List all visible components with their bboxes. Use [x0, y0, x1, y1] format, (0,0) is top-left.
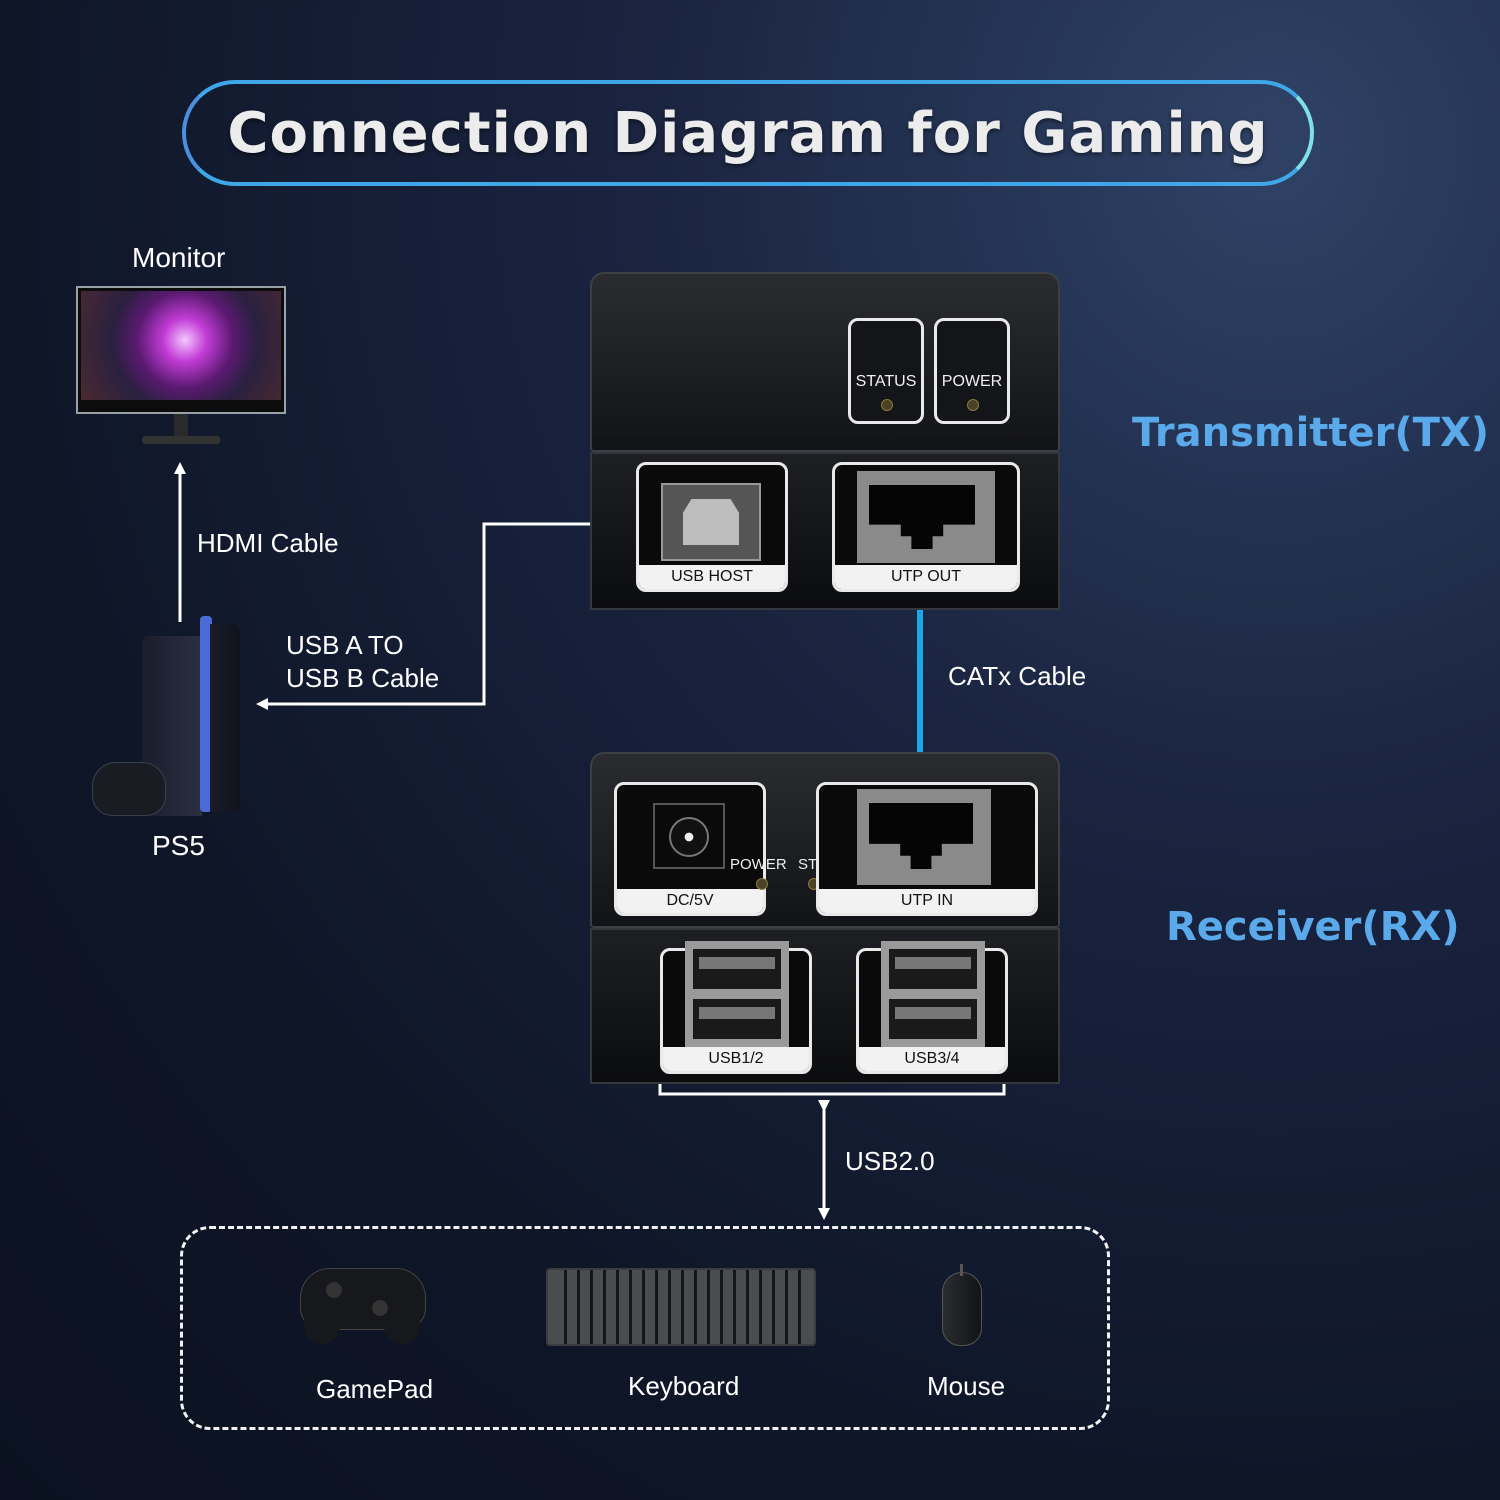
usb12-label: USB1/2 — [663, 1047, 809, 1071]
tx-status-label: STATUS — [855, 373, 917, 390]
ps5-label: PS5 — [152, 830, 205, 861]
usb12-port: USB1/2 — [660, 941, 812, 1074]
usb-host-port: USB HOST — [636, 462, 788, 592]
monitor-icon — [76, 286, 286, 454]
transmitter-panel: USB HOST UTP OUT — [590, 452, 1060, 610]
tx-power-indicator: POWER — [934, 318, 1010, 424]
tx-power-led — [967, 399, 979, 411]
receiver-top: DC/5V POWER STATUS UTP IN — [590, 752, 1060, 928]
gamepad-label: GamePad — [316, 1374, 434, 1404]
catx-cable-label: CATx Cable — [948, 661, 1087, 691]
tx-power-label: POWER — [941, 373, 1003, 390]
usb-cable-line — [256, 522, 630, 710]
utp-out-label: UTP OUT — [835, 565, 1017, 589]
utp-in-label: UTP IN — [819, 889, 1035, 913]
usb-bracket — [658, 1076, 1006, 1096]
rx-power-led — [756, 878, 768, 890]
transmitter-top: STATUS POWER — [590, 272, 1060, 452]
dc-label: DC/5V — [617, 889, 763, 913]
mouse-label: Mouse — [927, 1371, 1006, 1401]
page-title: Connection Diagram for Gaming — [227, 100, 1269, 166]
dc-power-port: DC/5V — [614, 782, 766, 916]
usb-cable-label-line1: USB A TO — [286, 630, 404, 660]
keyboard-icon — [546, 1268, 816, 1346]
receiver-usb-panel: USB1/2 USB3/4 — [590, 928, 1060, 1084]
tx-status-led — [881, 399, 893, 411]
usb20-label: USB2.0 — [845, 1146, 935, 1176]
receiver-title: Receiver(RX) — [1166, 904, 1460, 950]
mouse-icon — [942, 1264, 982, 1346]
usb-host-label: USB HOST — [639, 565, 785, 589]
gamepad-icon — [300, 1258, 426, 1346]
usb34-port: USB3/4 — [856, 941, 1008, 1074]
usb34-label: USB3/4 — [859, 1047, 1005, 1071]
ps5-console-icon — [92, 616, 252, 824]
utp-out-port: UTP OUT — [832, 462, 1020, 592]
keyboard-label: Keyboard — [628, 1371, 740, 1401]
utp-in-port: UTP IN — [816, 782, 1038, 916]
hdmi-cable-label: HDMI Cable — [197, 528, 339, 558]
rx-power-label: POWER — [730, 856, 787, 873]
transmitter-title: Transmitter(TX) — [1132, 410, 1490, 456]
title-banner: Connection Diagram for Gaming — [182, 80, 1314, 186]
usb-cable-label-line2: USB B Cable — [286, 663, 440, 693]
tx-status-indicator: STATUS — [848, 318, 924, 424]
peripherals-box — [180, 1226, 1110, 1430]
monitor-label: Monitor — [132, 242, 226, 273]
